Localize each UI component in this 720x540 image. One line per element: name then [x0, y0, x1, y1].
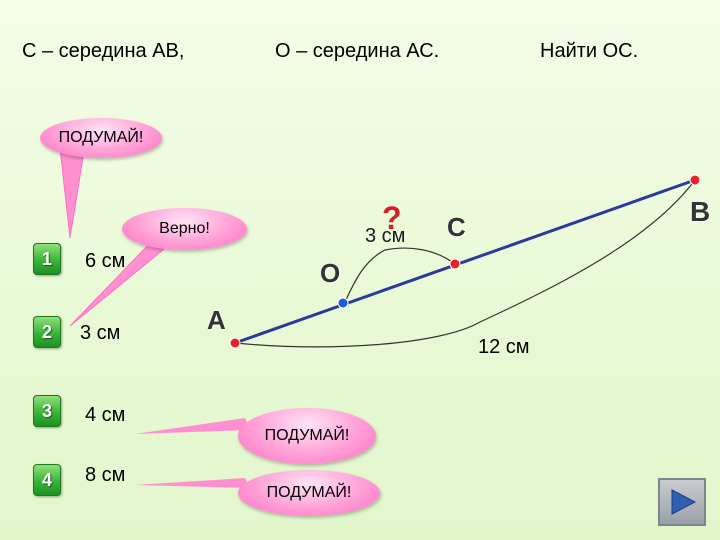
- answer-3-option[interactable]: 4 см: [85, 404, 126, 426]
- answer-2-option[interactable]: 3 см: [80, 322, 121, 344]
- correct-bubble: Верно!: [122, 208, 247, 250]
- think-bottom-bubble-tail: [135, 478, 250, 488]
- question-mark: ?: [382, 200, 402, 236]
- ab-value-label: 12 см: [478, 336, 530, 358]
- play-triangle-icon: [671, 489, 697, 515]
- answer-2-number[interactable]: 2: [33, 316, 61, 348]
- point-a-dot: [229, 337, 241, 349]
- oc-value-label: 3 см: [365, 225, 406, 247]
- answer-3-number[interactable]: 3: [33, 395, 61, 427]
- point-o-label: О: [320, 258, 341, 288]
- answer-1-number[interactable]: 1: [33, 243, 61, 275]
- point-c-dot: [449, 258, 461, 270]
- think-top-bubble-tail: [59, 144, 86, 239]
- think-mid-bubble-tail: [135, 418, 250, 434]
- point-b-label: В: [690, 196, 711, 227]
- think-bottom-bubble: ПОДУМАЙ!: [238, 470, 380, 516]
- task-text-part1: С – середина АВ,: [22, 40, 185, 62]
- point-o-dot: [337, 297, 349, 309]
- think-mid-bubble-text: ПОДУМАЙ!: [264, 427, 350, 444]
- think-bottom-bubble-text: ПОДУМАЙ!: [266, 484, 352, 501]
- next-slide-button[interactable]: [658, 478, 706, 526]
- correct-bubble-text: Верно!: [159, 220, 210, 237]
- segment-ab: [234, 178, 696, 345]
- point-a-label: А: [207, 305, 226, 335]
- task-text-part3: Найти ОС.: [540, 40, 639, 62]
- think-mid-bubble: ПОДУМАЙ!: [238, 408, 376, 464]
- oc-arc: [344, 247, 453, 303]
- answer-1-option[interactable]: 6 см: [85, 250, 126, 272]
- point-c-label: С: [447, 212, 466, 242]
- think-top-bubble: ПОДУМАЙ!: [40, 118, 162, 158]
- answer-4-option[interactable]: 8 см: [85, 464, 126, 486]
- ab-arc: [234, 179, 696, 348]
- task-text-part2: О – середина АС.: [275, 40, 440, 62]
- think-top-bubble-text: ПОДУМАЙ!: [58, 129, 144, 146]
- point-b-dot: [689, 174, 701, 186]
- answer-4-number[interactable]: 4: [33, 464, 61, 496]
